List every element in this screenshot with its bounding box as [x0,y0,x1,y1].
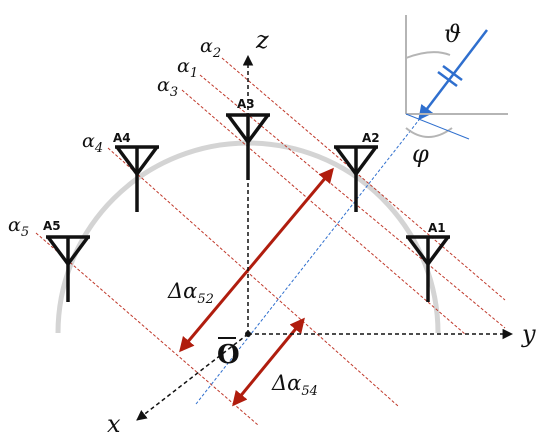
phi-label: φ [412,140,429,168]
wavefront-label-a5: α5 [8,214,29,240]
x-axis [136,333,249,421]
antenna-label-a3: A3 [237,97,255,111]
wavefront-label-a2: α2 [200,35,221,61]
wavefront-label-a1: α1 [177,55,198,81]
origin-point [245,331,251,337]
antenna-label-a5: A5 [43,219,61,233]
theta-label: ϑ [444,20,461,48]
antenna-a3 [226,113,270,180]
delta-alpha-54-label: Δα54 [271,371,318,399]
antenna-a2 [334,145,378,212]
delta-alpha-52-arrow [179,167,334,353]
y-axis-label: y [521,320,536,348]
antenna-label-a4: A4 [113,131,131,145]
antenna-label-a2: A2 [362,131,380,145]
antenna-a1 [406,235,450,302]
wavefront-line-a5 [35,232,259,426]
x-axis-label: x [107,410,121,438]
antenna-label-a1: A1 [428,221,446,235]
wavefront-line-a2 [221,57,506,301]
antenna-a4 [115,145,159,212]
wavefront-line-a1 [199,74,506,329]
projection-line [405,113,470,140]
polarization-marks [437,64,463,88]
delta-alpha-52-label: Δα52 [167,279,214,307]
wavefront-label-a4: α4 [82,130,103,156]
z-axis-label: z [255,26,269,54]
antenna-a5 [46,235,90,302]
wavefront-label-a3: α3 [157,74,178,100]
origin-label: O [217,340,240,370]
